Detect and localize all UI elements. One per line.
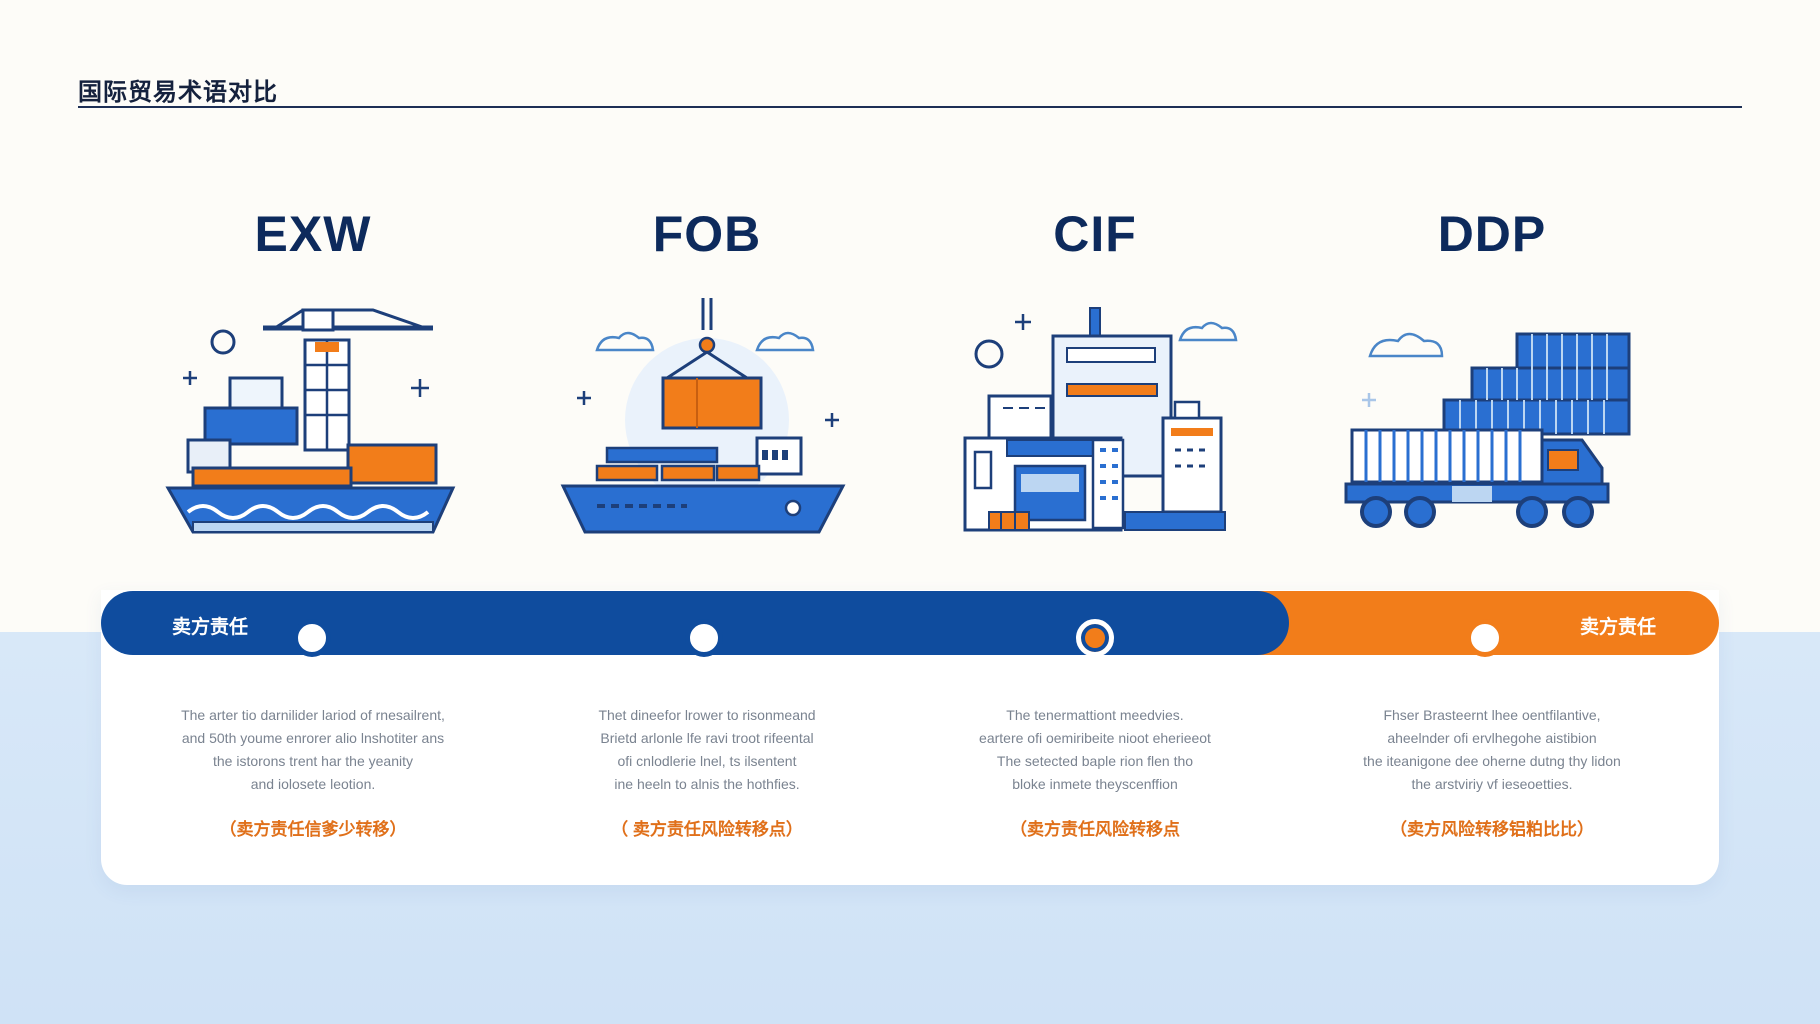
timeline-node-exw <box>293 619 331 657</box>
cargo-ship-hook-icon <box>557 290 857 540</box>
timeline-node-cif <box>1076 619 1114 657</box>
responsibility-note-cif: （卖方责任风险转移点 <box>1010 820 1180 839</box>
description-exw: The arter tio darnilider lariod of rnesa… <box>181 707 445 792</box>
description-ddp: Fhser Brasteernt lhee oentfilantive,ahee… <box>1363 707 1621 792</box>
responsibility-note-ddp: （卖方风险转移铝粕比比） <box>1390 820 1594 839</box>
cargo-ship-crane-icon <box>163 290 463 540</box>
term-ddp: DDP <box>1437 206 1547 262</box>
container-truck-icon <box>1342 290 1642 540</box>
warehouse-building-icon <box>945 290 1245 540</box>
description-cif: The tenermattiont meedvies.eartere ofi o… <box>979 707 1211 792</box>
timeline-label-left: 卖方责任 <box>172 617 249 638</box>
page-title: 国际贸易术语对比 <box>78 79 278 106</box>
title-divider <box>78 106 1742 108</box>
timeline-label-right: 卖方责任 <box>1580 617 1657 638</box>
responsibility-note-exw: （卖方责任信爹少转移） <box>219 820 407 839</box>
responsibility-note-fob: （ 卖方责任风险转移点） <box>611 820 803 839</box>
timeline-node-ddp <box>1466 619 1504 657</box>
term-cif: CIF <box>1053 206 1137 262</box>
timeline-node-fob <box>685 619 723 657</box>
term-exw: EXW <box>254 206 372 262</box>
term-fob: FOB <box>652 206 762 262</box>
